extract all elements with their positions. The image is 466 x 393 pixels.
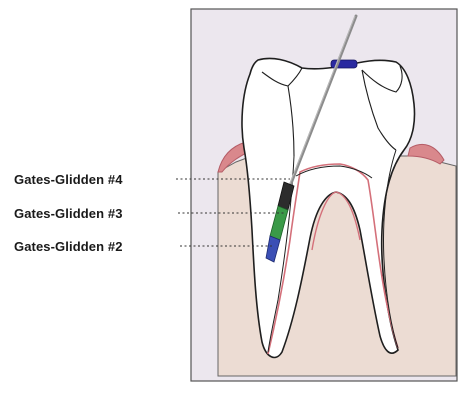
label-gates-glidden-2: Gates-Glidden #2 [14, 239, 123, 255]
label-gates-glidden-3: Gates-Glidden #3 [14, 206, 123, 222]
label-gates-glidden-4: Gates-Glidden #4 [14, 172, 123, 188]
